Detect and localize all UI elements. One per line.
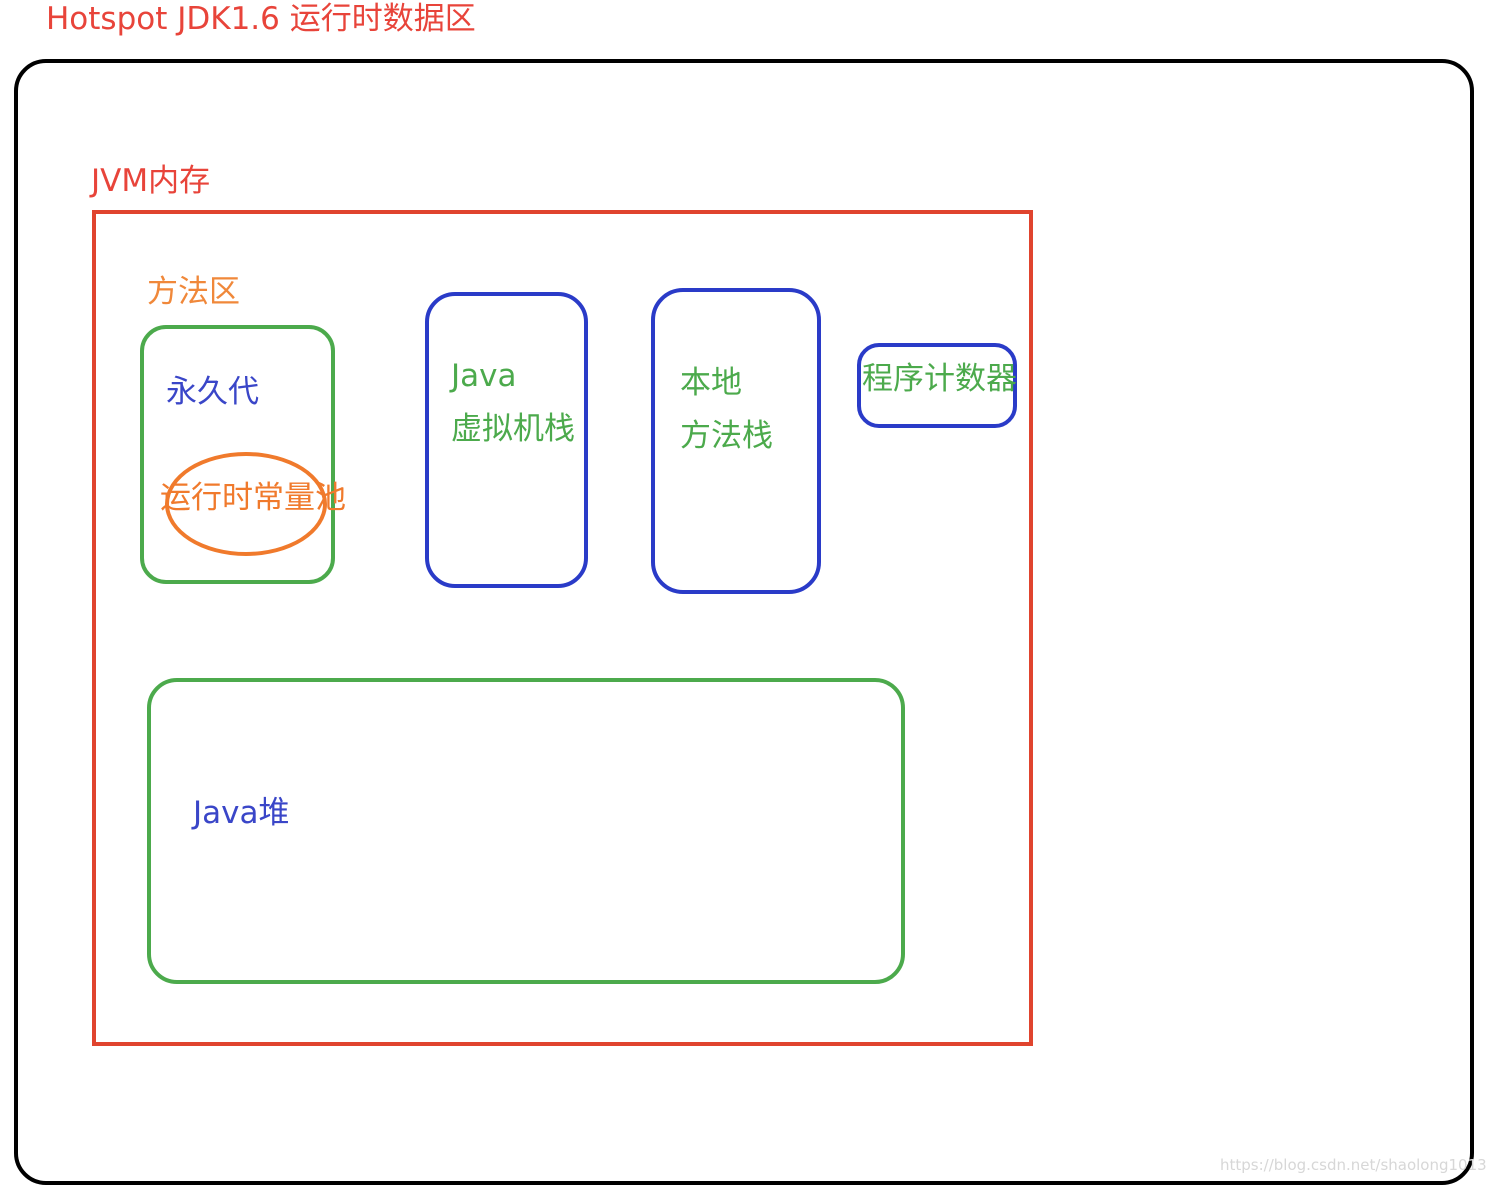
runtime-data-area-frame: [14, 59, 1474, 1185]
java-heap-box: [147, 678, 905, 984]
diagram-title: Hotspot JDK1.6 运行时数据区: [46, 1, 476, 37]
permgen-box: [140, 325, 335, 584]
vm-stack-box: [425, 292, 588, 588]
constant-pool-ellipse: [165, 452, 327, 556]
vm-stack-label-line1: Java: [451, 358, 517, 394]
native-method-stack-box: [651, 288, 821, 594]
native-method-stack-label-line2: 方法栈: [680, 418, 773, 454]
watermark: https://blog.csdn.net/shaolong1013: [1220, 1156, 1487, 1174]
program-counter-box: [857, 343, 1017, 428]
jvm-memory-label: JVM内存: [91, 163, 211, 199]
jvm-memory-box: [92, 210, 1033, 1046]
permgen-label: 永久代: [166, 374, 259, 410]
native-method-stack-label-line1: 本地: [680, 365, 742, 401]
java-heap-label: Java堆: [193, 795, 290, 831]
vm-stack-label-line2: 虚拟机栈: [451, 411, 575, 447]
method-area-label: 方法区: [147, 274, 240, 310]
constant-pool-label: 运行时常量池: [160, 480, 346, 516]
program-counter-label: 程序计数器: [862, 361, 1017, 397]
